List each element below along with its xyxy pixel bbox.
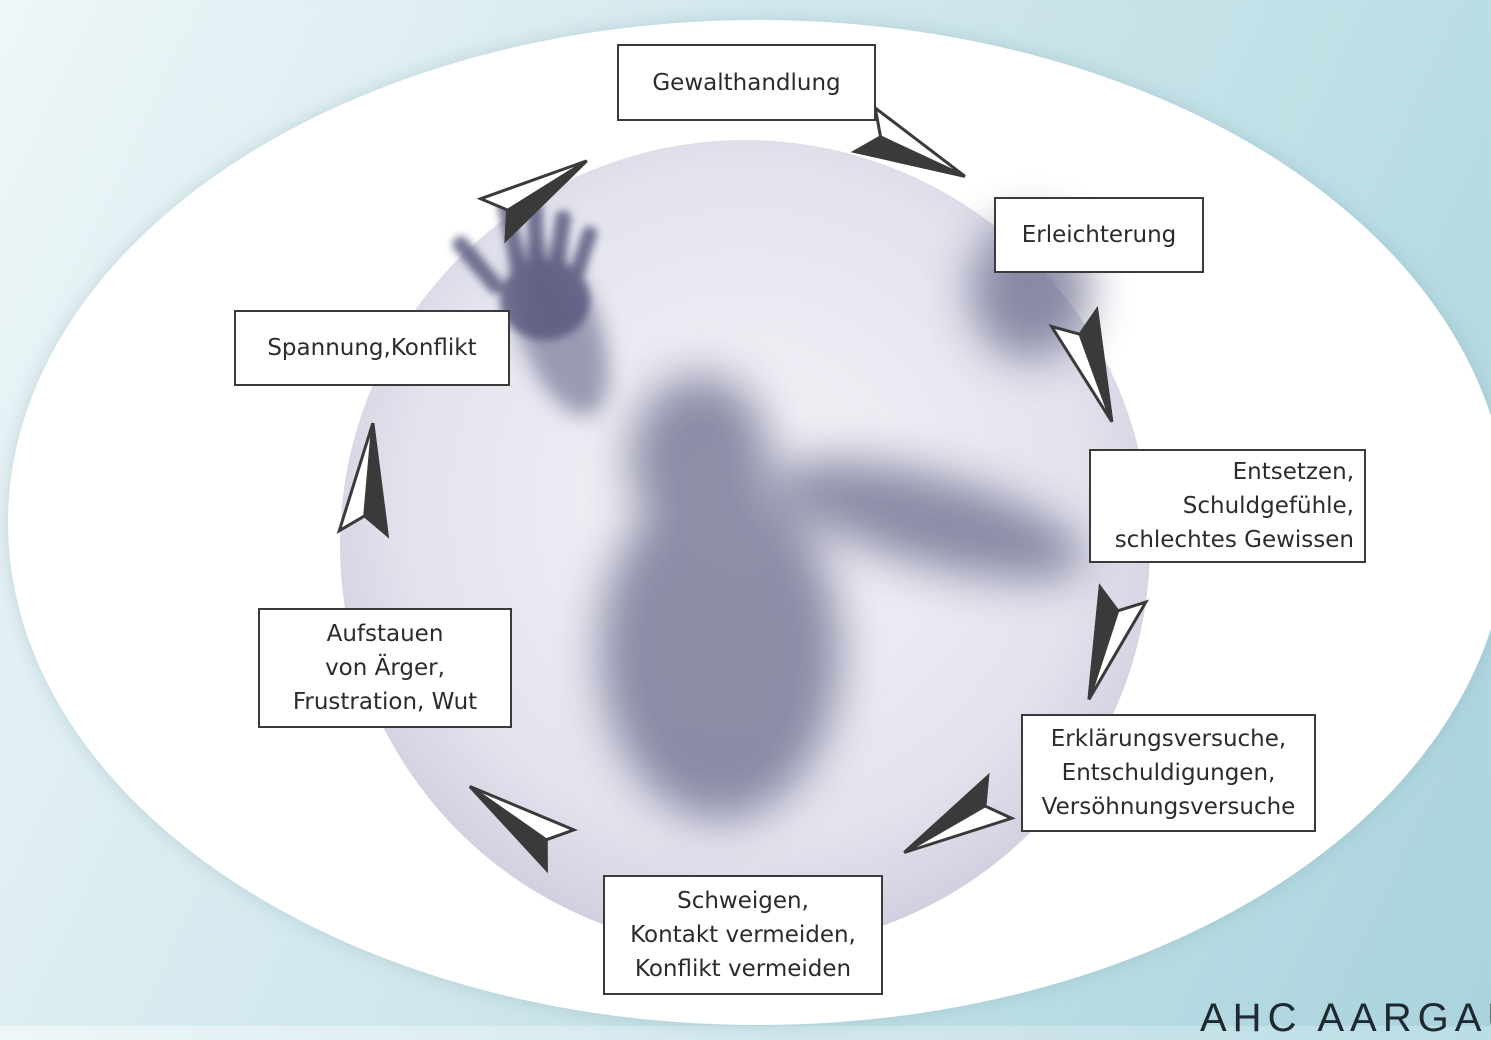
node-erklaerungsversuche: Erklärungsversuche, Entschuldigungen, Ve… — [1021, 714, 1316, 832]
arrow-erklaerungsversuche-to-schweigen — [892, 777, 1011, 874]
arrow-aufstauen-to-spannung — [339, 421, 396, 535]
arrow-erleichterung-to-entsetzen — [1052, 310, 1135, 430]
node-entsetzen-label: Entsetzen, Schuldgefühle, schlechtes Gew… — [1115, 455, 1354, 557]
node-schweigen-label: Schweigen, Kontakt vermeiden, Konflikt v… — [630, 884, 856, 986]
node-entsetzen: Entsetzen, Schuldgefühle, schlechtes Gew… — [1089, 449, 1366, 563]
node-gewalthandlung: Gewalthandlung — [617, 44, 876, 121]
node-spannung: Spannung,Konflikt — [234, 310, 510, 386]
node-gewalthandlung-label: Gewalthandlung — [652, 66, 840, 100]
arrow-gewalthandlung-to-erleichterung — [855, 108, 975, 198]
node-erleichterung: Erleichterung — [994, 197, 1204, 273]
node-spannung-label: Spannung,Konflikt — [267, 331, 476, 365]
arrow-spannung-to-gewalthandlung — [481, 141, 600, 240]
node-erklaerungsversuche-label: Erklärungsversuche, Entschuldigungen, Ve… — [1042, 722, 1296, 824]
arrow-entsetzen-to-erklaerungsversuche — [1066, 587, 1146, 706]
node-erleichterung-label: Erleichterung — [1022, 218, 1177, 252]
node-aufstauen: Aufstauen von Ärger, Frustration, Wut — [258, 608, 512, 728]
node-aufstauen-label: Aufstauen von Ärger, Frustration, Wut — [293, 617, 477, 719]
arrow-schweigen-to-aufstauen — [456, 767, 574, 869]
node-schweigen: Schweigen, Kontakt vermeiden, Konflikt v… — [603, 875, 883, 995]
watermark-logo-text: AHC AARGAU — [1200, 998, 1491, 1038]
